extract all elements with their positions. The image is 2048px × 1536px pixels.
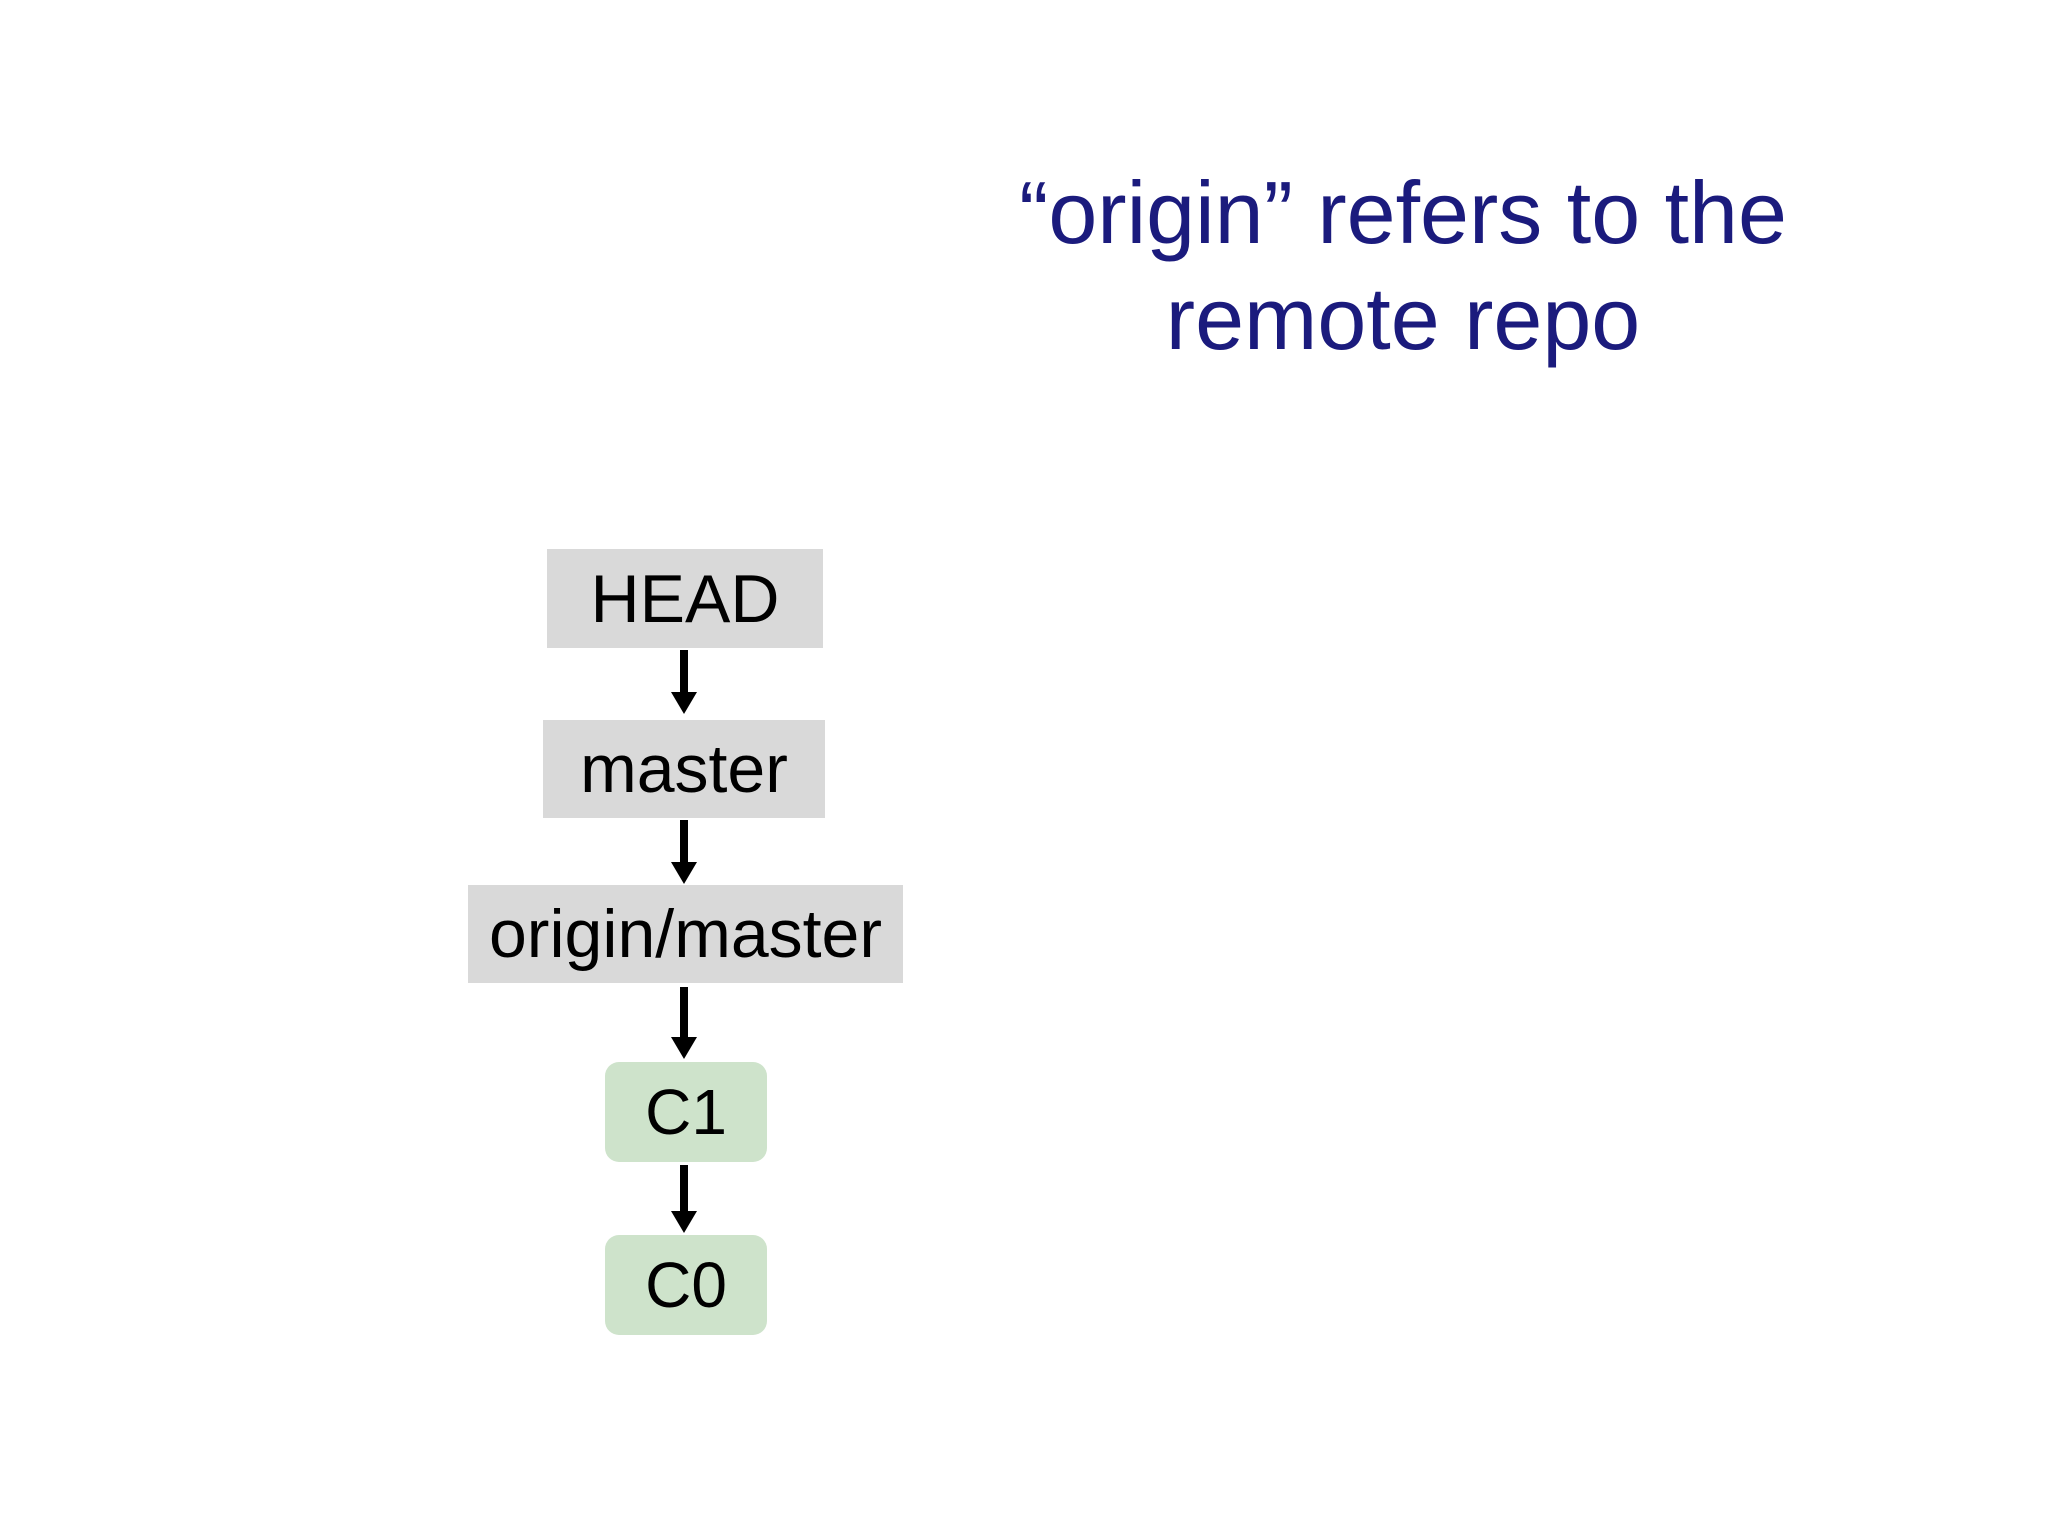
arrow-head-icon — [671, 1211, 697, 1233]
arrow-line — [680, 650, 688, 694]
commit-node-c1: C1 — [605, 1062, 767, 1162]
arrow-head-icon — [671, 1037, 697, 1059]
arrow-line — [680, 987, 688, 1039]
arrow-origin-master-to-c1 — [671, 987, 697, 1059]
slide-title: “origin” refers to the remote repo — [938, 160, 1868, 372]
arrow-head-icon — [671, 862, 697, 884]
ref-node-origin-master: origin/master — [468, 885, 903, 983]
arrow-line — [680, 820, 688, 864]
slide-title-line-2: remote repo — [1165, 269, 1641, 368]
commit-node-c0: C0 — [605, 1235, 767, 1335]
arrow-line — [680, 1165, 688, 1213]
arrow-head-to-master — [671, 650, 697, 714]
arrow-master-to-origin-master — [671, 820, 697, 884]
arrow-head-icon — [671, 692, 697, 714]
arrow-c1-to-c0 — [671, 1165, 697, 1233]
ref-node-head: HEAD — [547, 549, 823, 648]
ref-node-master: master — [543, 720, 825, 818]
slide-title-line-1: “origin” refers to the — [1019, 163, 1787, 262]
